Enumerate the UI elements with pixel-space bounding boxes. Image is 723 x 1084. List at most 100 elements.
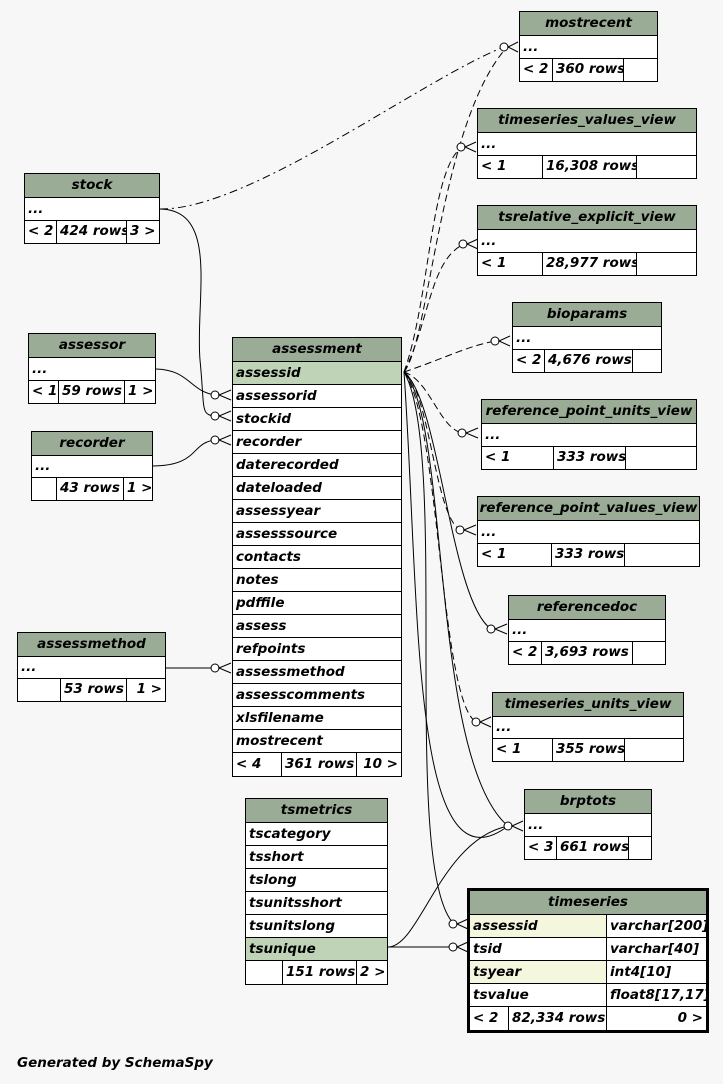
column-assessorid[interactable]: assessorid xyxy=(236,388,317,404)
edge-stock xyxy=(159,208,217,417)
column-assessid[interactable]: assessid xyxy=(470,915,606,937)
column-placeholder: ... xyxy=(481,136,497,152)
column-placeholder: ... xyxy=(516,330,532,346)
column-type: varchar[40] xyxy=(606,938,706,960)
column-assessyear[interactable]: assessyear xyxy=(236,503,321,519)
column-tscategory[interactable]: tscategory xyxy=(249,826,331,842)
table-reference-point-units-view[interactable]: reference_point_units_view ... < 1 333 r… xyxy=(481,399,697,470)
children-count xyxy=(624,739,683,761)
column-pdffile[interactable]: pdffile xyxy=(236,595,285,611)
edge-bioparams xyxy=(403,340,497,373)
table-referencedoc[interactable]: referencedoc ... < 2 3,693 rows xyxy=(508,595,666,665)
children-count: 3 > xyxy=(126,221,159,243)
column-assessmethod[interactable]: assessmethod xyxy=(236,664,345,680)
column-type: varchar[200] xyxy=(606,915,706,937)
table-title: assessor xyxy=(29,334,155,358)
column-xlsfilename[interactable]: xlsfilename xyxy=(236,710,324,726)
row-count: 424 rows xyxy=(56,221,126,243)
column-placeholder: ... xyxy=(528,817,544,833)
row-count: 333 rows xyxy=(553,447,625,469)
table-reference-point-values-view[interactable]: reference_point_values_view ... < 1 333 … xyxy=(477,496,700,567)
table-brptots[interactable]: brptots ... < 3 661 rows xyxy=(524,789,652,860)
children-count: 2 > xyxy=(356,961,387,984)
table-timeseries-values-view[interactable]: timeseries_values_view ... < 1 16,308 ro… xyxy=(477,108,697,179)
table-tsrelative-explicit-view[interactable]: tsrelative_explicit_view ... < 1 28,977 … xyxy=(477,205,697,276)
row-count: 360 rows xyxy=(552,59,623,81)
parents-count: < 2 xyxy=(473,1010,499,1026)
column-dateloaded[interactable]: dateloaded xyxy=(236,480,322,496)
parents-count: < 1 xyxy=(485,449,511,465)
children-count: 1 > xyxy=(124,381,155,403)
row-count: 661 rows xyxy=(556,837,628,859)
table-assessor[interactable]: assessor ... < 1 59 rows 1 > xyxy=(28,333,156,404)
row-count: 333 rows xyxy=(551,544,624,566)
column-daterecorded[interactable]: daterecorded xyxy=(236,457,339,473)
column-placeholder: ... xyxy=(496,719,512,735)
column-tsid[interactable]: tsid xyxy=(473,941,502,957)
table-recorder[interactable]: recorder ... 43 rows 1 > xyxy=(31,431,153,501)
row-count: 151 rows xyxy=(282,961,356,984)
column-type: int4[10] xyxy=(606,961,706,983)
column-tsyear[interactable]: tsyear xyxy=(470,961,606,983)
table-title: reference_point_units_view xyxy=(482,400,696,424)
parents-count: < 3 xyxy=(528,839,554,855)
table-title: timeseries_units_view xyxy=(493,693,683,717)
table-stock[interactable]: stock ... < 2 424 rows 3 > xyxy=(24,173,160,244)
column-tsshort[interactable]: tsshort xyxy=(249,849,304,865)
column-tslong[interactable]: tslong xyxy=(249,872,297,888)
table-timeseries[interactable]: timeseries assessid varchar[200] tsid va… xyxy=(467,888,709,1033)
row-count: 4,676 rows xyxy=(544,350,632,372)
parents-count xyxy=(18,679,60,701)
footer-generated-by: Generated by SchemaSpy xyxy=(17,1055,213,1071)
parents-count: < 1 xyxy=(481,255,507,271)
column-tsunitslong[interactable]: tsunitslong xyxy=(249,918,336,934)
column-contacts[interactable]: contacts xyxy=(236,549,301,565)
table-assessmethod[interactable]: assessmethod ... 53 rows 1 > xyxy=(17,632,166,702)
column-stockid[interactable]: stockid xyxy=(236,411,292,427)
column-recorder[interactable]: recorder xyxy=(236,434,302,450)
parents-count: < 2 xyxy=(512,644,538,660)
column-assesscomments[interactable]: assesscomments xyxy=(236,687,366,703)
children-count: 0 > xyxy=(606,1007,706,1030)
column-placeholder: ... xyxy=(481,233,497,249)
column-placeholder: ... xyxy=(32,361,48,377)
table-title: assessmethod xyxy=(18,633,165,657)
table-assessment[interactable]: assessment assessid assessorid stockid r… xyxy=(232,337,402,777)
table-title: referencedoc xyxy=(509,596,665,620)
parents-count: < 1 xyxy=(481,158,507,174)
column-placeholder: ... xyxy=(523,39,539,55)
column-mostrecent[interactable]: mostrecent xyxy=(236,733,323,749)
table-title: assessment xyxy=(233,338,401,362)
column-notes[interactable]: notes xyxy=(236,572,279,588)
column-assessid[interactable]: assessid xyxy=(236,365,301,381)
row-count: 28,977 rows xyxy=(542,253,636,275)
table-title: timeseries xyxy=(470,891,706,915)
column-placeholder: ... xyxy=(485,427,501,443)
children-count xyxy=(636,156,696,178)
children-count xyxy=(623,59,657,81)
parents-count xyxy=(246,961,282,984)
table-mostrecent[interactable]: mostrecent ... < 2 360 rows xyxy=(519,11,658,82)
column-placeholder: ... xyxy=(481,524,497,540)
table-title: bioparams xyxy=(513,303,661,327)
table-title: tsmetrics xyxy=(246,799,387,823)
table-title: reference_point_values_view xyxy=(478,497,699,521)
row-count: 82,334 rows xyxy=(508,1007,606,1030)
table-tsmetrics[interactable]: tsmetrics tscategory tsshort tslong tsun… xyxy=(245,798,388,985)
row-count: 3,693 rows xyxy=(541,642,632,664)
column-assesssource[interactable]: assesssource xyxy=(236,526,338,542)
row-count: 43 rows xyxy=(56,478,123,500)
parents-count: < 2 xyxy=(523,61,549,77)
column-tsunique[interactable]: tsunique xyxy=(249,941,316,957)
column-tsvalue[interactable]: tsvalue xyxy=(473,987,529,1003)
column-assess[interactable]: assess xyxy=(236,618,287,634)
column-refpoints[interactable]: refpoints xyxy=(236,641,306,657)
edge-referencedoc xyxy=(403,371,492,630)
table-bioparams[interactable]: bioparams ... < 2 4,676 rows xyxy=(512,302,662,373)
column-tsunitsshort[interactable]: tsunitsshort xyxy=(249,895,342,911)
table-timeseries-units-view[interactable]: timeseries_units_view ... < 1 355 rows xyxy=(492,692,684,762)
parents-count: < 1 xyxy=(496,741,522,757)
edge-tsvalues xyxy=(403,146,463,373)
children-count xyxy=(636,253,696,275)
